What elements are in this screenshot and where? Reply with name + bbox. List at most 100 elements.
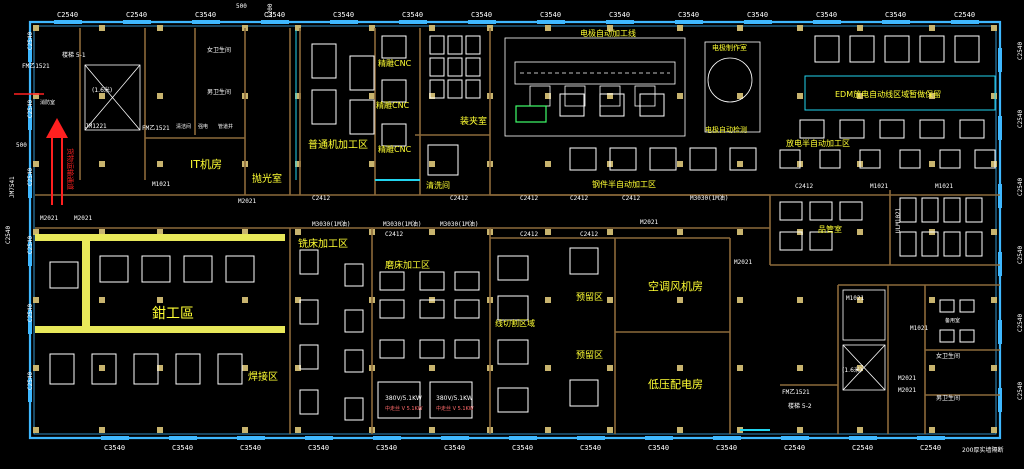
column xyxy=(737,297,743,303)
discharge-machine xyxy=(899,149,921,169)
column xyxy=(99,93,105,99)
steel-machine xyxy=(609,147,637,171)
freight-arrow-text: 货物运输通道 xyxy=(66,148,75,190)
column xyxy=(545,427,551,433)
pack-table xyxy=(429,57,445,77)
left-window xyxy=(28,174,32,198)
column xyxy=(295,161,301,167)
welding-station xyxy=(217,353,243,385)
column xyxy=(545,25,551,31)
bottom-window-label: C3540 xyxy=(104,444,125,452)
label-elevator-shaft: (1.6米) xyxy=(92,86,112,94)
quality-bench xyxy=(779,231,803,251)
label-quality-room: 品管室 xyxy=(818,224,842,234)
edm-cell-2 xyxy=(564,85,586,107)
stair-2-frame xyxy=(842,344,886,391)
freight-arrow xyxy=(14,93,68,205)
bottom-window xyxy=(509,436,537,440)
top-window-label: C3540 xyxy=(816,11,837,19)
door-m2021-d: M2021 xyxy=(640,219,658,226)
label-reserve-1: 预留区 xyxy=(576,291,603,303)
cnc-machine xyxy=(381,35,407,59)
bottom-window-label: C3540 xyxy=(716,444,737,452)
column xyxy=(677,365,683,371)
column xyxy=(607,365,613,371)
steel-machine xyxy=(649,147,677,171)
door-m1021-d: M1021 xyxy=(910,325,928,332)
top-window-label: C3540 xyxy=(747,11,768,19)
column xyxy=(295,427,301,433)
milling-machine xyxy=(299,299,319,325)
top-window-label: C3540 xyxy=(885,11,906,19)
edm-station xyxy=(884,35,910,63)
top-window xyxy=(813,20,841,24)
grinding-machine xyxy=(454,271,480,291)
column xyxy=(99,229,105,235)
label-stair-2: 楼梯 5-2 xyxy=(788,402,812,410)
right-window xyxy=(998,252,1002,276)
top-window xyxy=(192,20,220,24)
column xyxy=(607,229,613,235)
top-window xyxy=(744,20,772,24)
door-m2021-b: M2021 xyxy=(74,215,92,222)
column xyxy=(157,161,163,167)
top-window xyxy=(261,20,289,24)
label-wc-female: 女卫生间 xyxy=(207,46,231,54)
column xyxy=(737,365,743,371)
bottom-window-label: C3540 xyxy=(512,444,533,452)
column xyxy=(797,297,803,303)
top-window xyxy=(882,20,910,24)
wire-cut-bench xyxy=(377,381,421,419)
column xyxy=(929,93,935,99)
milling-machine xyxy=(344,263,364,287)
door-c2412-e: C2412 xyxy=(622,195,640,202)
column xyxy=(607,297,613,303)
column xyxy=(295,25,301,31)
column xyxy=(677,93,683,99)
door-labels: M2021 M2021 M2021 M2021 M2021 M2021 M202… xyxy=(5,3,953,396)
bottom-window-label: C2540 xyxy=(920,444,941,452)
label-discharge-auto-zone: EDM放电自动线区域暂做保留 xyxy=(835,89,941,99)
column xyxy=(99,297,105,303)
steel-machine xyxy=(729,147,757,171)
bottom-window xyxy=(373,436,401,440)
bottom-window-label: C3540 xyxy=(240,444,261,452)
top-window xyxy=(330,20,358,24)
fitter-beam-vertical xyxy=(82,234,90,333)
bottom-window xyxy=(169,436,197,440)
column xyxy=(607,93,613,99)
label-fitter-zone: 鉗工區 xyxy=(152,305,194,322)
column xyxy=(797,25,803,31)
door-m1021-a: M1021 xyxy=(870,183,888,190)
quality-bench xyxy=(779,201,803,221)
bottom-window xyxy=(441,436,469,440)
column xyxy=(295,297,301,303)
door-m3030-a: M3030(1M油) xyxy=(312,220,351,228)
door-c2412-g: C2412 xyxy=(385,231,403,238)
milling-machine xyxy=(344,349,364,373)
column xyxy=(33,25,39,31)
left-window-label: C2540 xyxy=(27,372,34,390)
cleaning-unit xyxy=(427,144,459,176)
green-cnc-box xyxy=(515,105,547,123)
top-window-label: C2540 xyxy=(126,11,147,19)
column xyxy=(545,161,551,167)
column xyxy=(99,365,105,371)
column xyxy=(429,427,435,433)
column xyxy=(991,297,997,303)
bottom-window xyxy=(713,436,741,440)
right-window xyxy=(998,48,1002,72)
door-m1021-b: M1021 xyxy=(935,183,953,190)
top-window-label: C3540 xyxy=(402,11,423,19)
quality-cabinet xyxy=(921,231,939,257)
milling-machine xyxy=(299,344,319,370)
label-wire-cut-bench-1: 380V/5.1KW xyxy=(385,395,422,402)
grinding-machine xyxy=(454,339,480,359)
milling-machine xyxy=(344,397,364,421)
label-steel-semi-auto: 钢件半自动加工区 xyxy=(592,179,656,189)
label-reserve-2: 预留区 xyxy=(576,349,603,361)
quality-cabinet xyxy=(943,231,961,257)
column xyxy=(677,229,683,235)
column xyxy=(369,161,375,167)
edm-machine xyxy=(639,93,665,117)
